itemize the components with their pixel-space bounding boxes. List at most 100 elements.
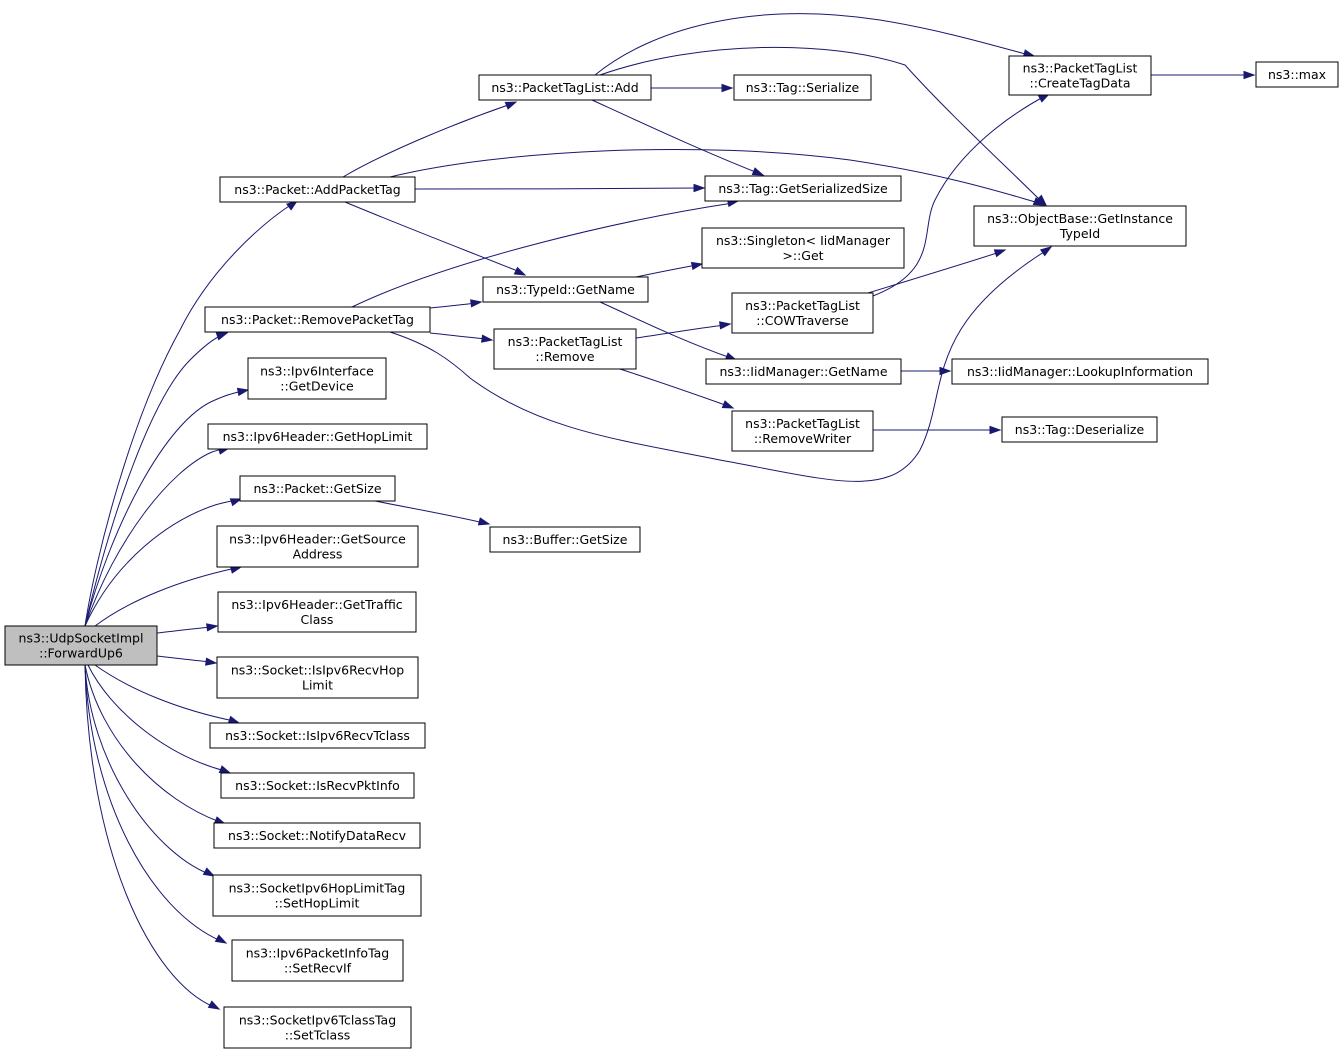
- edge-removePacketTag-to-getInstanceTypeId: [389, 246, 1053, 482]
- node-box[interactable]: [217, 591, 417, 633]
- arrowhead-icon: [477, 517, 491, 526]
- node-tagGetSerializedSize[interactable]: ns3::Tag::GetSerializedSize: [704, 175, 902, 202]
- edge-line: [867, 251, 1001, 294]
- node-lookupInformation[interactable]: ns3::IidManager::LookupInformation: [951, 358, 1209, 385]
- edge-root-to-ipv6IfGetDevice: [84, 387, 250, 627]
- node-box[interactable]: [207, 423, 428, 450]
- node-box[interactable]: [701, 227, 905, 269]
- node-typeIdGetName[interactable]: ns3::TypeId::GetName: [482, 276, 649, 303]
- node-tagDeserialize[interactable]: ns3::Tag::Deserialize: [1001, 416, 1158, 443]
- edge-line: [84, 499, 237, 627]
- node-createTagData[interactable]: ns3::PacketTagList::CreateTagData: [1008, 55, 1152, 96]
- node-box[interactable]: [4, 625, 158, 666]
- node-box[interactable]: [731, 292, 874, 334]
- node-tagSerialize[interactable]: ns3::Tag::Serialize: [733, 74, 872, 101]
- node-label: ns3::UdpSocketImpl: [19, 631, 144, 646]
- arrowhead-icon: [202, 867, 216, 877]
- node-removeWriter[interactable]: ns3::PacketTagList::RemoveWriter: [731, 410, 874, 452]
- node-iidGetName[interactable]: ns3::IidManager::GetName: [705, 358, 902, 385]
- edge-line: [84, 664, 210, 875]
- node-label: ns3::TypeId::GetName: [496, 282, 635, 297]
- node-box[interactable]: [212, 874, 422, 917]
- edge-removePacketTag-to-ptlRemove: [429, 332, 494, 343]
- arrowhead-icon: [236, 387, 250, 397]
- node-box[interactable]: [213, 822, 421, 849]
- node-isIpv6RecvTclass[interactable]: ns3::Socket::IsIpv6RecvTclass: [209, 722, 426, 749]
- node-box[interactable]: [704, 175, 902, 202]
- arrowhead-icon: [229, 498, 243, 507]
- node-addPacketTag[interactable]: ns3::Packet::AddPacketTag: [219, 176, 416, 203]
- edges-layer: [84, 13, 1256, 1010]
- edge-line: [414, 187, 700, 190]
- node-box[interactable]: [731, 410, 874, 452]
- edge-line: [344, 201, 521, 273]
- node-setHopLimit[interactable]: ns3::SocketIpv6HopLimitTag::SetHopLimit: [212, 874, 422, 917]
- node-label: ::GetDevice: [280, 379, 354, 394]
- edge-line: [84, 203, 293, 627]
- node-box[interactable]: [216, 525, 419, 568]
- node-box[interactable]: [223, 1006, 412, 1049]
- node-box[interactable]: [1001, 416, 1158, 443]
- node-ipv6IfGetDevice[interactable]: ns3::Ipv6Interface::GetDevice: [247, 357, 387, 400]
- node-box[interactable]: [247, 357, 387, 400]
- node-box[interactable]: [973, 205, 1187, 247]
- node-box[interactable]: [231, 939, 404, 982]
- node-isRecvPktInfo[interactable]: ns3::Socket::IsRecvPktInfo: [220, 772, 415, 799]
- arrowhead-icon: [215, 332, 229, 341]
- node-packetGetSize[interactable]: ns3::Packet::GetSize: [239, 475, 396, 502]
- node-box[interactable]: [733, 74, 872, 101]
- node-box[interactable]: [482, 276, 649, 303]
- node-box[interactable]: [493, 328, 637, 370]
- node-setTclass[interactable]: ns3::SocketIpv6TclassTag::SetTclass: [223, 1006, 412, 1049]
- node-box[interactable]: [220, 772, 415, 799]
- node-box[interactable]: [705, 358, 902, 385]
- edge-addPacketTag-to-ptlAdd: [342, 101, 518, 178]
- edge-line: [87, 664, 226, 772]
- node-bufferGetSize[interactable]: ns3::Buffer::GetSize: [489, 526, 641, 553]
- node-box[interactable]: [1008, 55, 1152, 96]
- node-box[interactable]: [951, 358, 1209, 385]
- node-label: ns3::Tag::GetSerializedSize: [718, 181, 888, 196]
- node-label: Limit: [302, 678, 333, 693]
- node-ptlAdd[interactable]: ns3::PacketTagList::Add: [478, 74, 652, 101]
- edge-line: [429, 302, 477, 309]
- node-label: ::COWTraverse: [756, 313, 849, 328]
- node-notifyDataRecv[interactable]: ns3::Socket::NotifyDataRecv: [213, 822, 421, 849]
- node-box[interactable]: [1255, 61, 1339, 88]
- arrowhead-icon: [513, 266, 527, 276]
- node-ipv6HdrGetHopLimit[interactable]: ns3::Ipv6Header::GetHopLimit: [207, 423, 428, 450]
- node-ptlRemove[interactable]: ns3::PacketTagList::Remove: [493, 328, 637, 370]
- node-box[interactable]: [489, 526, 641, 553]
- node-removePacketTag[interactable]: ns3::Packet::RemovePacketTag: [204, 306, 431, 333]
- node-label: ns3::Ipv6Interface: [260, 364, 374, 379]
- node-box[interactable]: [209, 722, 426, 749]
- edge-line: [635, 264, 698, 278]
- arrowhead-icon: [721, 83, 734, 93]
- edge-line: [94, 664, 235, 722]
- node-box[interactable]: [239, 475, 396, 502]
- node-label: ns3::ObjectBase::GetInstance: [987, 211, 1173, 226]
- node-cowTraverse[interactable]: ns3::PacketTagList::COWTraverse: [731, 292, 874, 334]
- node-label: Address: [293, 547, 343, 562]
- node-label: ns3::Ipv6Header::GetTraffic: [231, 597, 402, 612]
- arrowhead-icon: [1039, 246, 1053, 257]
- node-root[interactable]: ns3::UdpSocketImpl::ForwardUp6: [4, 625, 158, 666]
- node-box[interactable]: [219, 176, 416, 203]
- edge-root-to-isIpv6RecvHopLimit: [156, 655, 218, 666]
- node-label: ::ForwardUp6: [39, 646, 123, 661]
- node-setRecvIf[interactable]: ns3::Ipv6PacketInfoTag::SetRecvIf: [231, 939, 404, 982]
- node-box[interactable]: [216, 656, 419, 699]
- node-max[interactable]: ns3::max: [1255, 61, 1339, 88]
- node-label: ::RemoveWriter: [754, 431, 852, 446]
- node-singletonGet[interactable]: ns3::Singleton< IidManager >::Get: [701, 227, 905, 269]
- node-box[interactable]: [204, 306, 431, 333]
- arrowhead-icon: [690, 261, 704, 271]
- arrowhead-icon: [218, 765, 232, 774]
- node-box[interactable]: [478, 74, 652, 101]
- node-label: ns3::Packet::AddPacketTag: [234, 182, 400, 197]
- arrowhead-icon: [214, 934, 228, 944]
